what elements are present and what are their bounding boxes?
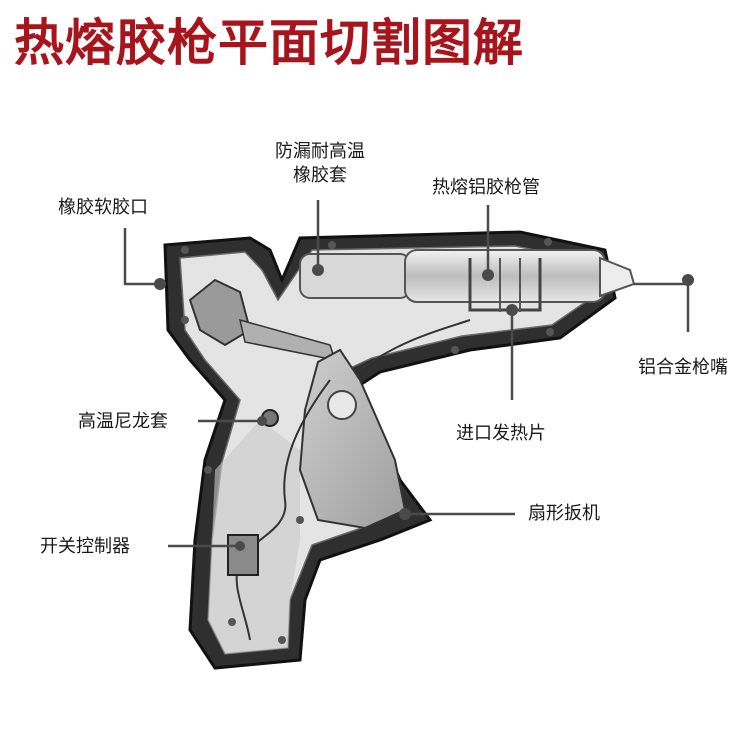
label-fan-trigger: 扇形扳机 <box>528 503 600 524</box>
label-switch-controller: 开关控制器 <box>40 536 130 557</box>
label-nylon-sleeve: 高温尼龙套 <box>78 411 168 432</box>
label-heat-sleeve: 防漏耐高温 橡胶套 <box>268 140 372 188</box>
label-heat-sleeve-line1: 防漏耐高温 <box>275 141 365 162</box>
leader-alloy-nozzle <box>634 282 690 332</box>
label-heat-sleeve-line2: 橡胶套 <box>293 165 347 186</box>
nozzle-part <box>599 256 636 298</box>
label-aluminum-barrel: 热熔铝胶枪管 <box>432 177 540 198</box>
label-heating-element: 进口发热片 <box>456 423 546 444</box>
label-silicone-tip: 橡胶软胶口 <box>58 197 148 218</box>
aluminum-barrel-part <box>404 249 606 303</box>
fan-trigger-part <box>298 348 407 530</box>
leader-lines <box>123 200 690 548</box>
heating-element-part <box>468 258 542 312</box>
leader-silicone-tip <box>123 228 160 286</box>
internal-wires <box>235 379 331 641</box>
label-alloy-nozzle: 铝合金枪嘴 <box>638 357 728 378</box>
diagram-title: 热熔胶枪平面切割图解 <box>14 14 524 72</box>
rubber-sleeve-part <box>299 253 411 299</box>
switch-controller-part <box>227 534 259 576</box>
